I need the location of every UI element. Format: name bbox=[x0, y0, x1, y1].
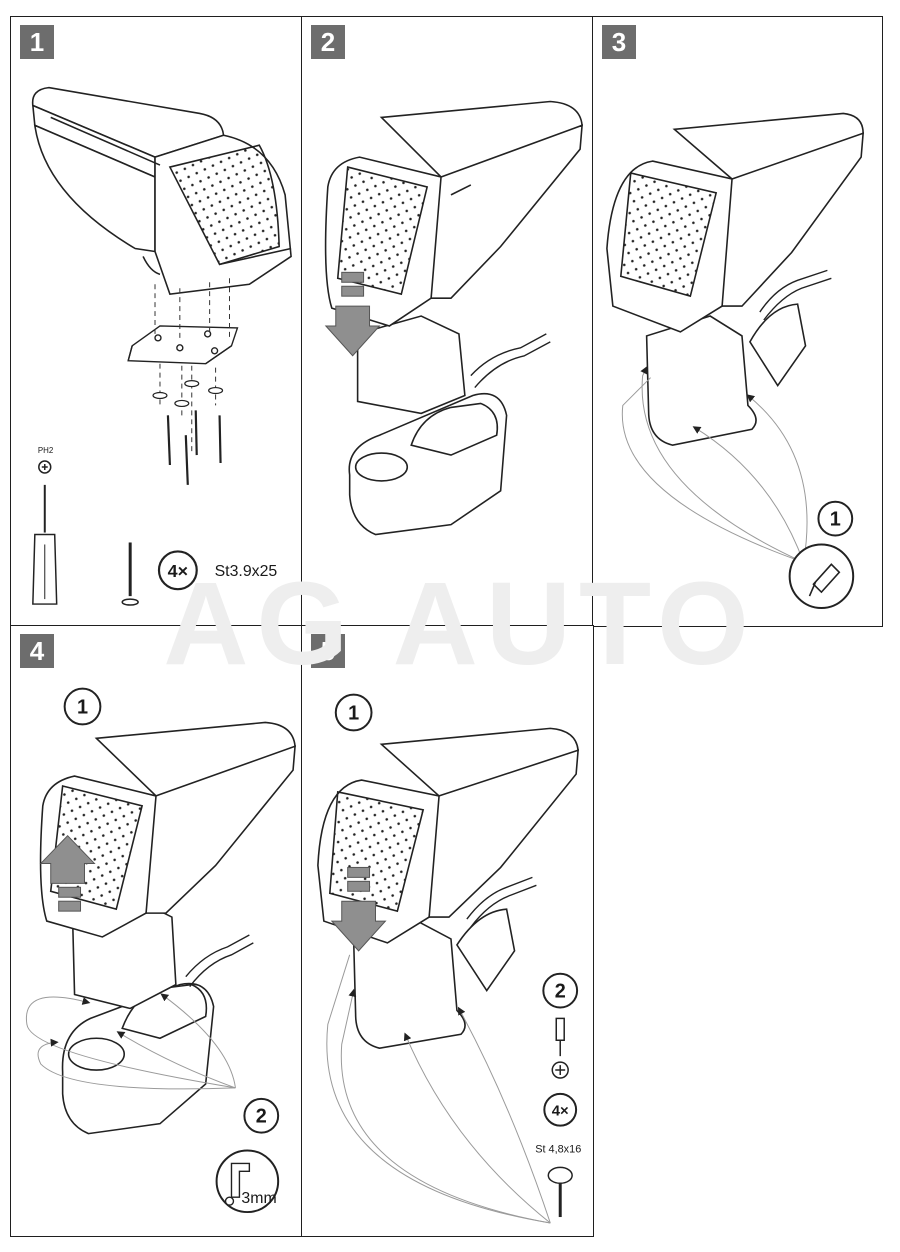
screw-spec: St 4,8x16 bbox=[535, 1143, 581, 1155]
screwdriver-bit-icon bbox=[551, 1017, 569, 1079]
cables bbox=[185, 934, 254, 988]
sub-step-number: 1 bbox=[77, 696, 88, 718]
pen-marker-icon bbox=[788, 543, 855, 610]
cables bbox=[466, 876, 537, 928]
screw-icon bbox=[547, 1166, 573, 1218]
clip-guide-lines bbox=[326, 954, 551, 1224]
step-number-badge: 4 bbox=[20, 634, 54, 668]
armrest-exploded bbox=[31, 86, 292, 296]
count-circle bbox=[157, 550, 198, 591]
console-base bbox=[61, 982, 215, 1135]
console-base bbox=[348, 392, 508, 536]
step-panel-2: 2 bbox=[301, 16, 594, 627]
clip-guide-lines bbox=[621, 365, 808, 563]
clip-guide-lines bbox=[25, 993, 236, 1090]
armrest bbox=[39, 721, 296, 1010]
step3-illustration: 1 bbox=[606, 112, 865, 610]
step-panel-5: 5 1 2 bbox=[301, 625, 594, 1237]
bit-label: PH2 bbox=[38, 446, 54, 455]
screwdriver-icon bbox=[32, 460, 58, 605]
sub-step-circle bbox=[817, 500, 854, 537]
armrest-installed bbox=[606, 112, 865, 446]
step-panel-1: 1 bbox=[10, 16, 303, 627]
sub-step-number: 1 bbox=[348, 702, 359, 724]
drill-bit-icon bbox=[215, 1149, 280, 1214]
screw-spec: St3.9x25 bbox=[215, 563, 278, 580]
drill-size: 3mm bbox=[241, 1190, 276, 1207]
step-panel-3: 3 1 bbox=[592, 16, 883, 627]
sub-step-circle bbox=[334, 693, 373, 732]
screw-count: 4× bbox=[552, 1104, 569, 1120]
sub-step-circle-2 bbox=[542, 972, 579, 1009]
cables bbox=[470, 333, 551, 388]
step2-illustration bbox=[324, 100, 583, 536]
guide-dashes bbox=[154, 278, 230, 456]
step1-illustration: PH2 4× St3.9x25 bbox=[31, 86, 292, 606]
step4-illustration: 1 2 bbox=[25, 687, 296, 1214]
screw-icon bbox=[121, 542, 139, 606]
sub-step-circle bbox=[63, 687, 102, 726]
down-arrow-icon bbox=[330, 866, 387, 952]
up-arrow-icon bbox=[39, 834, 96, 912]
step5-illustration: 1 2 bbox=[317, 693, 581, 1224]
sub-step-number-2: 2 bbox=[555, 981, 566, 1003]
step-number-badge: 2 bbox=[311, 25, 345, 59]
washers bbox=[152, 379, 224, 408]
cables bbox=[759, 269, 832, 321]
sub-step-circle-2 bbox=[243, 1097, 280, 1134]
screws bbox=[166, 410, 222, 485]
sub-step-number: 1 bbox=[830, 509, 841, 531]
sub-step-number-2: 2 bbox=[256, 1106, 267, 1128]
count-circle bbox=[543, 1092, 578, 1127]
down-arrow-icon bbox=[324, 271, 381, 357]
step-number-badge: 3 bbox=[602, 25, 636, 59]
step-number-badge: 1 bbox=[20, 25, 54, 59]
mounting-plate bbox=[127, 325, 239, 365]
armrest bbox=[324, 100, 583, 415]
step-panel-4: 4 1 2 bbox=[10, 625, 303, 1237]
step-number-badge: 5 bbox=[311, 634, 345, 668]
screw-count: 4× bbox=[168, 561, 188, 581]
